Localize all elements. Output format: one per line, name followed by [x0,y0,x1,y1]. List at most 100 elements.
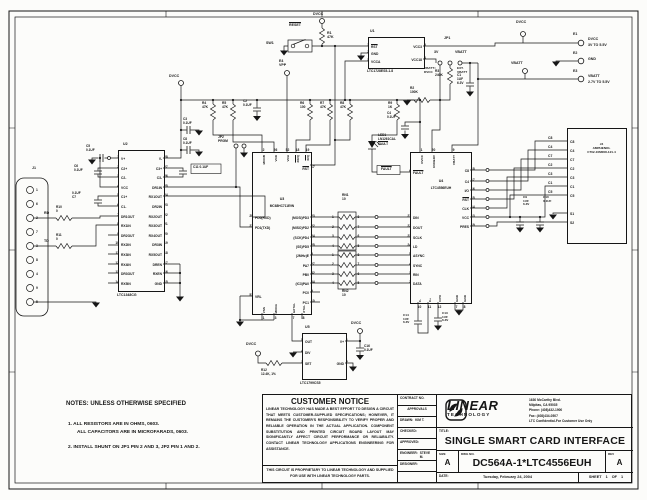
proprietary-text: THIS CIRCUIT IS PROPRIETARY TO LINEAR TE… [266,468,394,478]
schematic-label: R2 100K [410,86,418,94]
schematic-label: R3 240K [435,69,443,77]
junction-circles [107,156,490,285]
c11-label-box [190,163,222,174]
schematic-label: R10 0 [56,205,62,213]
size-dwg-rev-row: SIZE A DWG NO. DC564A-1*LTC4556EUH REV A [437,451,633,473]
ic-ref: U2 [123,142,128,146]
schematic-label: E4 VPP [279,59,287,68]
connector-ref: J4 [599,142,604,146]
schematic-label: RD [44,211,50,215]
schematic-label: E1 [573,32,578,36]
ic-pin: 22(MISO)PD2 [291,223,315,231]
ic-pin: 23(MOSI)PD3 [291,213,315,221]
schematic-label: C9 1UF 6.3V [523,195,530,207]
schematic-label: RN1 10 [342,193,349,201]
resistor-network-bodies [337,211,357,290]
border-frame [8,10,639,490]
sheet-cell: SHEET 1 OF 1 [579,473,633,483]
schematic-label: RN2 10 [342,289,349,297]
schematic-label: DVCC [246,342,257,346]
note-1: 1. ALL RESISTORS ARE IN OHMS, 0603. [68,422,160,427]
schematic-label: FAULT [378,142,389,146]
date-cell: DATE: Tuesday, February 24, 2004 [437,473,579,483]
drawing-title: SINGLE SMART CARD INTERFACE [444,435,626,447]
schematic-label: DVCC [351,321,362,325]
ic-ref: U1 [370,29,375,33]
schematic-label: E3 [573,69,578,73]
proprietary-box: THIS CIRCUIT IS PROPRIETARY TO LINEAR TE… [262,465,398,483]
approval-row: APPROVED: [398,439,436,450]
schematic-label: R11 0 [56,233,62,241]
schematic-label: C14 1UF 6.3V [403,313,410,325]
size-cell: SIZE A [437,451,459,473]
ic-pin: 25(SS)PD5 [295,242,315,250]
sheet-label: SHEET [588,475,602,479]
dwg-cell: DWG NO. DC564A-1*LTC4556EUH [459,451,605,473]
schematic-label: C5 [548,190,553,194]
schematic-label: R8 47K [340,101,347,109]
linear-technology-logo: LINEAR TECHNOLOGY [445,399,498,421]
connector-pin: C4 [570,149,575,153]
lt-logo-icon [445,399,467,421]
title-block: LINEAR TECHNOLOGY 1630 McCarthy Blvd.Mil… [436,394,633,483]
schematic-label: R6 100 [300,101,306,109]
schematic-label: VBATT [588,74,600,78]
schematic-label: JP1 [444,36,451,40]
address-line: Milpitas, CA 95035 [529,403,558,408]
connector-pin: C3 [570,176,575,180]
connector-pin: C2 [570,167,575,171]
approval-row: DRAWN:KIM T. [398,417,436,428]
approval-row: DESIGNER: [398,461,436,472]
schematic-label: FAULT [381,167,392,171]
schematic-label: C1 [548,181,553,185]
connector-pin: C5 [570,194,575,198]
schematic-label: GND [588,57,596,61]
ic-part: LTC4556EUH [430,186,452,190]
connector-part: C702-10M008-121-4 [587,150,616,155]
connector-make: AMPHENOL [592,146,611,151]
approval-row: CHECKED: [398,428,436,439]
schematic-label: 3V [434,50,439,54]
ic-pin: 24(SCK)PD4 [293,233,315,241]
connector-pin: C8 [570,140,575,144]
ic-ref: U5 [305,325,310,329]
sheet-number: 1 [605,475,608,479]
ic-ref: U3 [279,197,285,201]
schematic-label: 0.1UF C7 [72,191,81,199]
ic-part: LTC1799CS5 [300,381,321,385]
